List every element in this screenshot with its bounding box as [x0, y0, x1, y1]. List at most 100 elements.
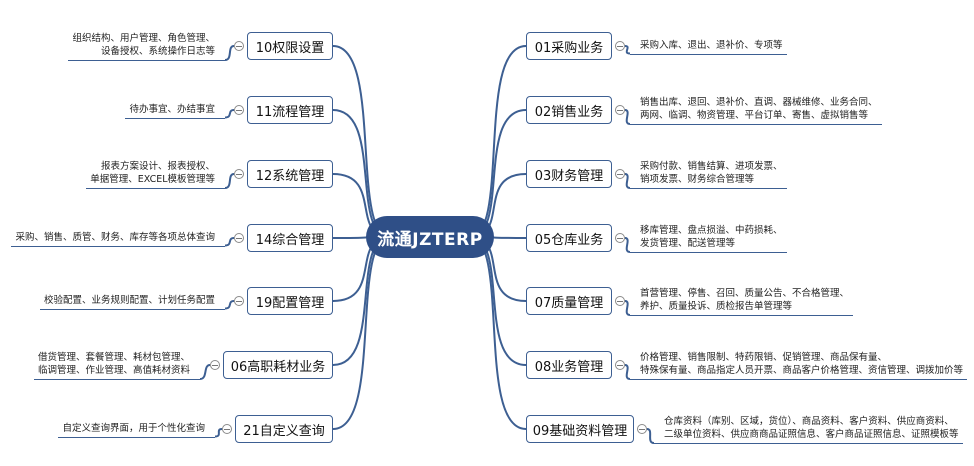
branch-node[interactable]: 11流程管理 [247, 96, 333, 124]
collapse-toggle-icon[interactable] [637, 424, 647, 434]
detail-connector [224, 109, 235, 119]
branch-node[interactable]: 12系统管理 [247, 160, 333, 188]
detail-underline [630, 188, 787, 189]
branch-detail: 报表方案设计、报表授权、单据管理、EXCEL模板管理等 [90, 160, 215, 186]
detail-connector [624, 109, 631, 125]
detail-line: 设备授权、系统操作日志等 [100, 46, 215, 57]
detail-line: 价格管理、销售限制、特药限销、促销管理、商品保有量、 [640, 352, 888, 363]
detail-connector [624, 45, 631, 55]
collapse-toggle-icon[interactable] [615, 169, 625, 179]
collapse-toggle-icon[interactable] [222, 424, 232, 434]
branch-node[interactable]: 14综合管理 [247, 224, 333, 252]
center-node[interactable]: 流通JZTERP [366, 216, 494, 258]
detail-connector [224, 237, 235, 247]
branch-node[interactable]: 10权限设置 [247, 32, 333, 60]
detail-underline [630, 252, 787, 253]
branch-detail: 组织结构、用户管理、角色管理、设备授权、系统操作日志等 [72, 32, 215, 58]
branch-detail: 校验配置、业务规则配置、计划任务配置 [44, 294, 215, 307]
collapse-toggle-icon[interactable] [615, 41, 625, 51]
detail-underline [86, 188, 225, 189]
branch-label: 02销售业务 [534, 104, 604, 120]
branch-node[interactable]: 07质量管理 [526, 287, 612, 315]
detail-line: 二级单位资料、供应商商品证照信息、客户商品证照信息、证照模板等 [664, 429, 959, 440]
branch-node[interactable]: 08业务管理 [526, 351, 612, 379]
branch-node[interactable]: 09基础资料管理 [526, 415, 634, 443]
collapse-toggle-icon[interactable] [615, 233, 625, 243]
branch-label: 05仓库业务 [534, 232, 604, 248]
detail-underline [68, 60, 225, 61]
branch-detail: 借货管理、套餐管理、耗材包管理、临调管理、作业管理、高值耗材资料 [38, 351, 190, 377]
branch-detail: 价格管理、销售限制、特药限销、促销管理、商品保有量、特殊保有量、商品指定人员开票… [640, 351, 963, 377]
detail-underline [33, 379, 200, 380]
detail-underline [630, 315, 854, 316]
detail-line: 采购、销售、质管、财务、库存等各项总体查询 [15, 231, 215, 243]
detail-line: 采购入库、退出、退补价、专项等 [640, 39, 783, 51]
branch-label: 01采购业务 [534, 40, 604, 56]
detail-connector [224, 300, 235, 310]
detail-line: 移库管理、盘点损溢、中药损耗、 [640, 225, 783, 236]
collapse-toggle-icon[interactable] [615, 360, 625, 370]
detail-connector [624, 364, 631, 380]
branch-node[interactable]: 19配置管理 [247, 287, 333, 315]
detail-connector [624, 300, 631, 316]
collapse-toggle-icon[interactable] [234, 296, 244, 306]
branch-node[interactable]: 01采购业务 [526, 32, 612, 60]
branch-label: 07质量管理 [534, 295, 604, 311]
detail-underline [630, 379, 968, 380]
branch-detail: 待办事宜、办结事宜 [129, 103, 215, 116]
center-label: 流通JZTERP [377, 229, 483, 250]
detail-line: 校验配置、业务规则配置、计划任务配置 [43, 294, 215, 306]
detail-line: 借货管理、套餐管理、耗材包管理、 [37, 352, 190, 363]
branch-node[interactable]: 03财务管理 [526, 160, 612, 188]
branch-label: 03财务管理 [534, 168, 604, 184]
detail-underline [630, 124, 882, 125]
branch-label: 11流程管理 [255, 104, 325, 120]
detail-connector [214, 428, 223, 438]
detail-line: 待办事宜、办结事宜 [129, 103, 215, 115]
detail-line: 仓库资料（库别、区域，货位）、商品资料、客户资料、供应商资料、 [664, 416, 954, 427]
detail-underline [125, 117, 225, 119]
detail-line: 两网、临调、物资管理、平台订单、寄售、虚拟销售等 [640, 110, 869, 121]
collapse-toggle-icon[interactable] [615, 105, 625, 115]
detail-line: 销售出库、退回、退补价、直调、器械维修、业务合同、 [640, 97, 878, 108]
detail-line: 采购付款、销售结算、进项发票、 [640, 161, 783, 172]
branch-node[interactable]: 02销售业务 [526, 96, 612, 124]
branch-detail: 采购付款、销售结算、进项发票、销项发票、财务综合管理等 [640, 160, 783, 186]
detail-connector [624, 237, 631, 253]
detail-underline [630, 53, 787, 55]
collapse-toggle-icon[interactable] [615, 296, 625, 306]
branch-node[interactable]: 05仓库业务 [526, 224, 612, 252]
branch-label: 14综合管理 [255, 232, 325, 248]
detail-line: 组织结构、用户管理、角色管理、 [72, 33, 215, 44]
branch-label: 08业务管理 [534, 359, 604, 375]
detail-line: 特殊保有量、商品指定人员开票、商品客户价格管理、资信管理、调拨加价等 [640, 365, 964, 376]
branch-detail: 首营管理、停售、召回、质量公告、不合格管理、养护、质量投诉、质检报告单管理等 [640, 287, 849, 313]
branch-detail: 移库管理、盘点损溢、中药损耗、发货管理、配送管理等 [640, 224, 783, 250]
collapse-toggle-icon[interactable] [234, 41, 244, 51]
detail-connector [646, 428, 655, 444]
collapse-toggle-icon[interactable] [234, 105, 244, 115]
detail-line: 养护、质量投诉、质检报告单管理等 [640, 301, 793, 312]
collapse-toggle-icon[interactable] [210, 360, 220, 370]
branch-detail: 采购、销售、质管、财务、库存等各项总体查询 [15, 231, 215, 244]
detail-connector [224, 173, 235, 189]
detail-line: 报表方案设计、报表授权、 [100, 161, 215, 172]
detail-line: 首营管理、停售、召回、质量公告、不合格管理、 [640, 288, 850, 299]
collapse-toggle-icon[interactable] [234, 169, 244, 179]
branch-label: 12系统管理 [255, 168, 325, 184]
detail-underline [58, 436, 215, 438]
branch-label: 19配置管理 [255, 295, 325, 311]
detail-underline [39, 308, 225, 310]
detail-connector [624, 173, 631, 189]
branch-detail: 仓库资料（库别、区域，货位）、商品资料、客户资料、供应商资料、二级单位资料、供应… [664, 415, 959, 441]
branch-detail: 采购入库、退出、退补价、专项等 [640, 39, 783, 52]
detail-line: 自定义查询界面，用于个性化查询 [62, 422, 205, 434]
detail-connector [224, 45, 235, 61]
detail-line: 发货管理、配送管理等 [640, 238, 736, 249]
collapse-toggle-icon[interactable] [234, 233, 244, 243]
branch-label: 21自定义查询 [243, 423, 325, 439]
branch-node[interactable]: 06高职耗材业务 [223, 351, 333, 379]
branch-detail: 自定义查询界面，用于个性化查询 [62, 422, 205, 435]
branch-label: 06高职耗材业务 [230, 359, 326, 375]
branch-node[interactable]: 21自定义查询 [235, 415, 333, 443]
